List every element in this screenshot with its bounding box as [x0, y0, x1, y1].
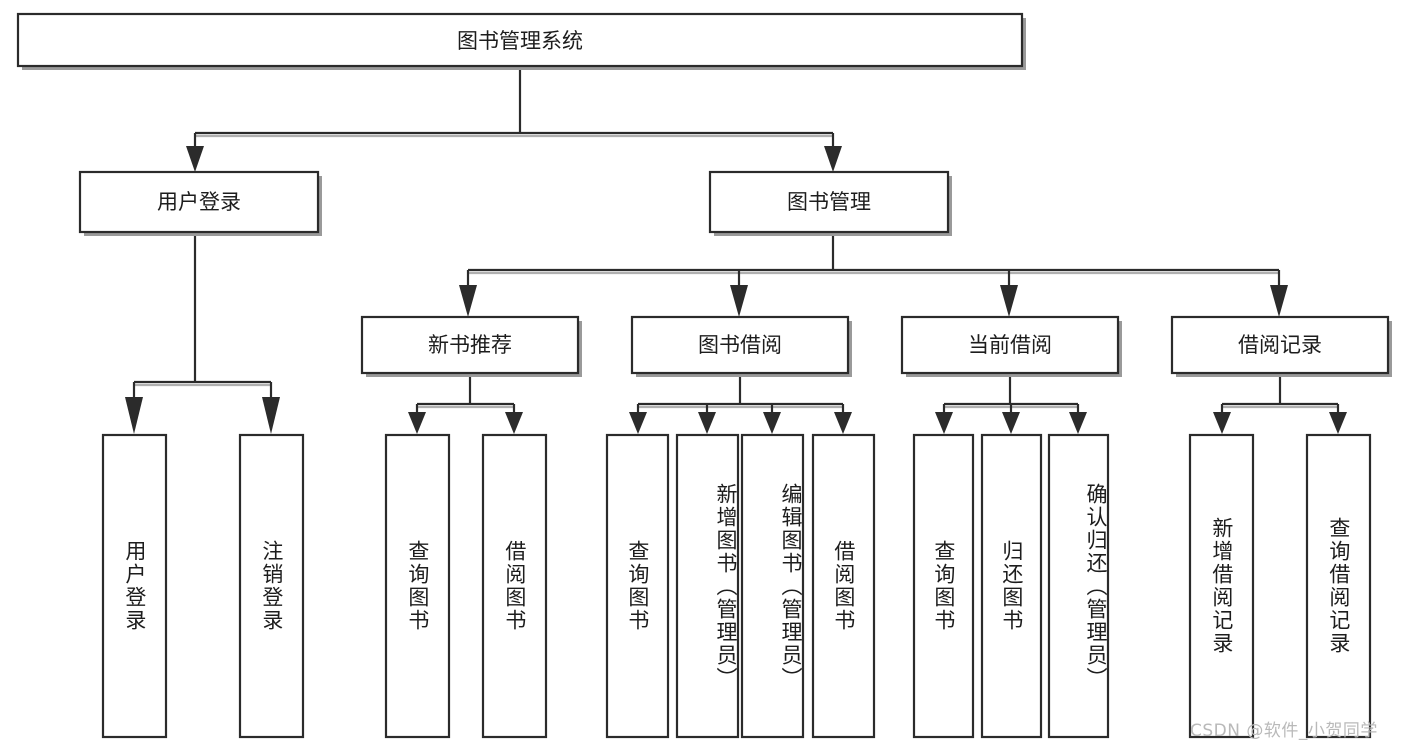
- node-user-login-rect[interactable]: [78, 170, 320, 234]
- arrow-head-login: [186, 146, 204, 172]
- arrow-head-current-leaf-1: [935, 412, 953, 434]
- arrow-head-current-leaf-2: [1002, 412, 1020, 434]
- node-book-borrow-label: 图书借阅: [698, 333, 782, 357]
- leaf-user-login-rect[interactable]: [101, 433, 168, 739]
- arrow-head-borrow-leaf-4: [834, 412, 852, 434]
- leaf-bb-edit-rect[interactable]: [740, 433, 805, 739]
- leaf-logout-rect[interactable]: [238, 433, 305, 739]
- node-borrow-record-rect[interactable]: [1170, 315, 1390, 375]
- node-new-book-recommend-rect[interactable]: [360, 315, 580, 375]
- arrow-head-newbook-leaf-2: [505, 412, 523, 434]
- arrow-head-borrow-leaf-3: [763, 412, 781, 434]
- node-root-label: 图书管理系统: [457, 29, 583, 53]
- node-user-login-label: 用户登录: [157, 190, 241, 214]
- arrow-head-borrow-leaf-2: [698, 412, 716, 434]
- leaf-bb-add-rect[interactable]: [675, 433, 740, 739]
- node-user-login[interactable]: 用户登录: [78, 170, 322, 236]
- connector-group: [125, 68, 1347, 434]
- leaf-br-add-rect[interactable]: [1188, 433, 1255, 739]
- arrow-head-login-leaf-2: [262, 397, 280, 434]
- node-current-borrow-label: 当前借阅: [968, 333, 1052, 357]
- node-book-management[interactable]: 图书管理: [708, 170, 952, 236]
- node-current-borrow-rect[interactable]: [900, 315, 1120, 375]
- leaf-br-query-rect[interactable]: [1305, 433, 1372, 739]
- node-book-borrow[interactable]: 图书借阅: [630, 315, 852, 377]
- arrow-head-record-leaf-1: [1213, 412, 1231, 434]
- node-book-management-rect[interactable]: [708, 170, 950, 234]
- leaf-bb-borrow-rect[interactable]: [811, 433, 876, 739]
- leaf-cb-confirm-rect[interactable]: [1047, 433, 1110, 739]
- leaf-cb-query-rect[interactable]: [912, 433, 975, 739]
- node-root[interactable]: 图书管理系统: [16, 12, 1026, 70]
- arrow-head-borrow-leaf-1: [629, 412, 647, 434]
- node-book-management-label: 图书管理: [787, 190, 871, 214]
- arrow-head-borrow-record: [1270, 285, 1288, 317]
- node-new-book-recommend[interactable]: 新书推荐: [360, 315, 582, 377]
- arrow-head-book-borrow: [730, 285, 748, 317]
- arrow-head-new-book: [459, 285, 477, 317]
- csdn-watermark: CSDN @软件_小贺同学: [1190, 721, 1378, 741]
- node-root-rect[interactable]: [16, 12, 1024, 68]
- leaf-cb-return-rect[interactable]: [980, 433, 1043, 739]
- node-book-borrow-rect[interactable]: [630, 315, 850, 375]
- leaf-box-group: [101, 433, 1372, 739]
- arrow-head-newbook-leaf-1: [408, 412, 426, 434]
- leaf-bb-query-rect[interactable]: [605, 433, 670, 739]
- arrow-head-bookmgmt: [824, 146, 842, 172]
- node-borrow-record[interactable]: 借阅记录: [1170, 315, 1392, 377]
- leaf-nb-query-rect[interactable]: [384, 433, 451, 739]
- leaf-nb-borrow-rect[interactable]: [481, 433, 548, 739]
- arrow-head-record-leaf-2: [1329, 412, 1347, 434]
- arrow-head-current-leaf-3: [1069, 412, 1087, 434]
- node-borrow-record-label: 借阅记录: [1238, 333, 1322, 357]
- node-new-book-recommend-label: 新书推荐: [428, 333, 512, 357]
- node-current-borrow[interactable]: 当前借阅: [900, 315, 1122, 377]
- arrow-head-current-borrow: [1000, 285, 1018, 317]
- arrow-head-login-leaf-1: [125, 397, 143, 434]
